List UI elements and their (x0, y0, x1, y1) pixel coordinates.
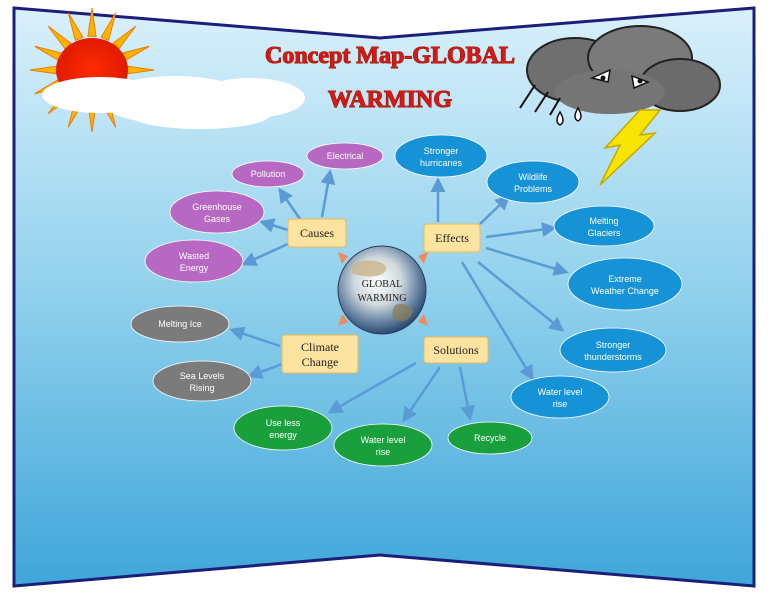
solution-node-label: Recycle (474, 433, 506, 443)
hub-climate-change: Climate Change (281, 334, 359, 374)
connector-arrow (320, 169, 336, 218)
cause-node-shape (169, 190, 265, 234)
solution-node: Water level rise (333, 423, 433, 467)
storm-cloud-icon (519, 25, 721, 126)
cause-node-label-line-2: Energy (180, 263, 209, 273)
climate-node-shape (130, 305, 230, 343)
effect-node-label-line-2: Problems (514, 184, 553, 194)
title-line-1: Concept Map-GLOBAL (265, 43, 515, 69)
solution-node-label-line-2: rise (376, 447, 391, 457)
climate-node-shape (152, 360, 252, 402)
hub-solutions: Solutions (423, 336, 489, 364)
connector-arrow (458, 366, 476, 421)
effect-node-label-line-2: Glaciers (587, 228, 621, 238)
globe-label-line-1: GLOBAL (362, 279, 403, 290)
connector-arrow (477, 261, 565, 332)
effect-node-label: Stronger (424, 146, 459, 156)
diagram-title: Concept Map-GLOBAL WARMING (264, 42, 515, 113)
effect-node-shape (553, 205, 655, 247)
cause-node-shape (231, 160, 305, 188)
solution-node-label: Use less (266, 418, 301, 428)
effect-node-label: Stronger (596, 340, 631, 350)
leaf-nodes: ElectricalPollutionGreenhouseGasesWasted… (130, 134, 683, 467)
cause-node-label: Wasted (179, 251, 209, 261)
effect-node-shape (559, 327, 667, 373)
cause-node-label-line-2: Gases (204, 214, 231, 224)
effect-node: Water level rise (510, 375, 610, 419)
climate-node-label-line-2: Rising (189, 383, 214, 393)
sun-ray (100, 12, 117, 42)
effect-node-shape (394, 134, 488, 178)
cause-node: Electrical (306, 142, 384, 170)
connector-arrow (485, 222, 557, 239)
hub-climate-label-1: Climate (301, 340, 339, 354)
solution-node: Use less energy (233, 405, 333, 451)
sun-ray (67, 12, 84, 42)
connector-arrow (460, 261, 534, 381)
connector-arrow (479, 194, 511, 225)
solution-node-shape (447, 421, 533, 455)
hub-effects: Effects (423, 223, 481, 253)
globe-icon: GLOBAL WARMING (337, 245, 428, 335)
solution-node-label: Water level (361, 435, 406, 445)
cause-node-shape (306, 142, 384, 170)
hub-climate-label-2: Change (302, 355, 339, 369)
effect-node: Stronger thunderstorms (559, 327, 667, 373)
effect-node-label-line-2: thunderstorms (584, 352, 642, 362)
effect-node: Stronger hurricanes (394, 134, 488, 178)
hub-causes: Causes (287, 218, 347, 248)
effect-node-shape (567, 257, 683, 311)
title-line-2: WARMING (328, 87, 452, 113)
effect-node-shape (510, 375, 610, 419)
cause-node-shape (144, 239, 244, 283)
lightning-icon (599, 109, 662, 186)
climate-node: Melting Ice (130, 305, 230, 343)
hub-effects-label: Effects (435, 231, 469, 245)
effect-node-label: Extreme (608, 274, 642, 284)
cloud-icon (42, 76, 305, 129)
connector-arrow (241, 241, 291, 266)
climate-node-label: Melting Ice (158, 319, 202, 329)
effect-node-label: Melting (589, 216, 618, 226)
effect-node-label-line-2: hurricanes (420, 158, 463, 168)
connector-arrow (229, 326, 281, 348)
effect-node-label-line-2: Weather Change (591, 286, 659, 296)
effect-node-label-line-2: rise (553, 399, 568, 409)
solution-node-shape (333, 423, 433, 467)
effect-node-shape (486, 160, 580, 204)
hub-causes-label: Causes (300, 226, 334, 240)
connector-arrow (485, 246, 569, 276)
globe-label-line-2: WARMING (358, 293, 407, 304)
cause-node: Pollution (231, 160, 305, 188)
connector-arrow (278, 187, 302, 220)
sun-ray (87, 7, 97, 37)
cause-node-label: Pollution (251, 169, 286, 179)
arrows-layer (229, 169, 569, 423)
solution-node-label-line-2: energy (269, 430, 297, 440)
connector-arrow (247, 362, 283, 379)
solution-node-shape (233, 405, 333, 451)
cause-node-label: Electrical (327, 151, 364, 161)
cause-node-label: Greenhouse (192, 202, 242, 212)
effect-node-label: Wildlife (518, 172, 547, 182)
connector-arrow (327, 361, 417, 414)
connector-arrow (402, 366, 442, 423)
connector-arrow (259, 218, 289, 233)
hub-solutions-label: Solutions (433, 343, 479, 357)
climate-node-label: Sea Levels (180, 371, 225, 381)
effect-node-label: Water level (538, 387, 583, 397)
solution-node: Recycle (447, 421, 533, 455)
